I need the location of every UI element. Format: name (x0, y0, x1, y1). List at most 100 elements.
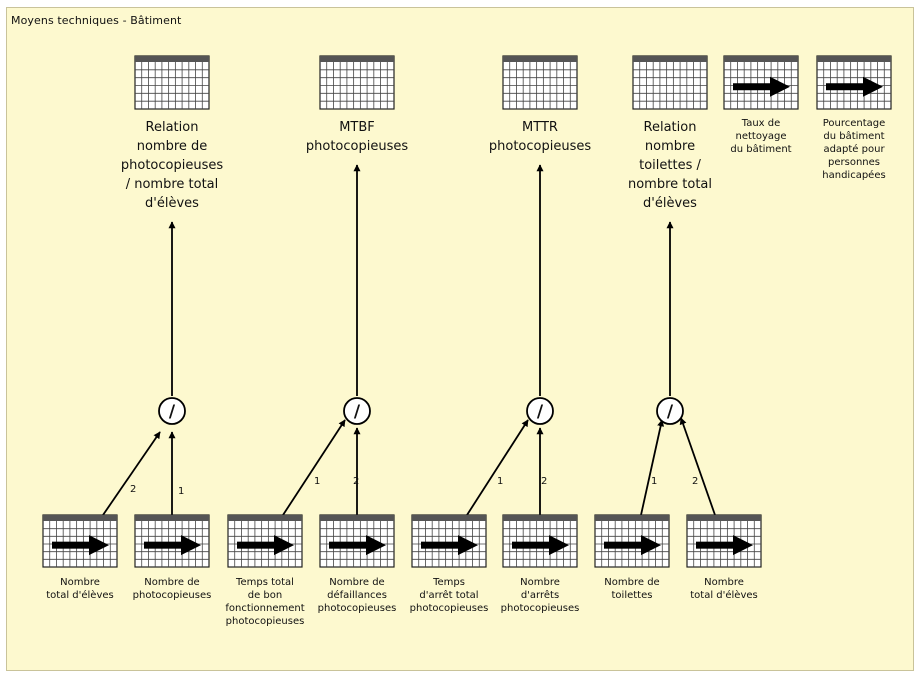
division-operator-icon[interactable]: / (343, 397, 371, 425)
input-label: Nombre de photocopieuses (133, 577, 212, 601)
indicator-label-line: du bâtiment (823, 130, 884, 142)
input-edge-arrow (466, 419, 529, 516)
input-label-line: Nombre de (604, 577, 659, 588)
input-table-icon[interactable] (134, 514, 210, 568)
input-table-icon[interactable] (502, 514, 578, 568)
arrow-icon (696, 535, 753, 556)
indicator-label-line: Relation (146, 120, 199, 135)
division-operator-icon[interactable]: / (526, 397, 554, 425)
input-label: Nombre de toilettes (604, 577, 659, 601)
input-label-line: Nombre (520, 577, 560, 588)
window-title: Moyens techniques - Bâtiment (11, 14, 182, 27)
input-label-line: total d'élèves (46, 589, 114, 601)
operator-symbol: / (169, 402, 176, 422)
input-table-icon[interactable] (42, 514, 118, 568)
indicator-label-line: photocopieuses (489, 139, 591, 154)
operator-symbol: / (354, 402, 361, 422)
input-edge-arrow (102, 431, 161, 516)
input-label-line: total d'élèves (690, 589, 758, 601)
edge-order-label: 2 (130, 484, 136, 495)
edge-order-label: 1 (651, 476, 657, 487)
input-label-line: d'arrêts (521, 589, 559, 601)
arrow-icon (421, 535, 478, 556)
arrow-icon (512, 535, 569, 556)
indicator-label-line: toilettes / (639, 158, 701, 173)
indicator-label-line: adapté pour (823, 143, 885, 155)
indicator-label-line: handicapées (822, 169, 885, 181)
arrow-icon (826, 76, 883, 97)
arrow-icon (604, 535, 661, 556)
input-label-line: d'arrêt total (419, 589, 478, 601)
indicator-label: MTBF photocopieuses (306, 120, 408, 154)
input-label-line: de bon (248, 590, 282, 601)
arrow-icon (144, 535, 201, 556)
input-label-line: Nombre de (329, 577, 384, 588)
edge-order-label: 2 (692, 476, 698, 487)
indicator-table-icon[interactable] (816, 55, 892, 110)
edge-order-label: 2 (353, 476, 359, 487)
indicator-label-line: nombre (645, 139, 695, 154)
indicator-label-line: photocopieuses (121, 158, 223, 173)
edge-order-label: 1 (497, 476, 503, 487)
indicator-label-line: nombre de (137, 139, 208, 154)
input-label-line: Temps total (235, 577, 294, 588)
input-label-line: Temps (432, 577, 465, 588)
input-table-icon[interactable] (411, 514, 487, 568)
input-table-icon[interactable] (319, 514, 395, 568)
indicator-label-line: Pourcentage (823, 118, 886, 129)
indicator-label-line: personnes (828, 157, 880, 168)
division-operator-icon[interactable]: / (158, 397, 186, 425)
indicator-table-icon[interactable] (632, 55, 708, 110)
arrow-icon (733, 76, 790, 97)
input-label-line: défaillances (327, 589, 387, 601)
input-edge-arrow (679, 417, 716, 516)
division-operator-icon[interactable]: / (656, 397, 684, 425)
input-label-line: Nombre de (144, 577, 199, 588)
indicator-table-icon[interactable] (502, 55, 578, 110)
indicator-label-line: Taux de (741, 118, 781, 129)
indicator-label-line: / nombre total (126, 177, 219, 192)
indicator-table-icon[interactable] (319, 55, 395, 110)
input-label-line: photocopieuses (226, 616, 305, 627)
input-edge-arrow (640, 419, 665, 516)
edge-order-label: 1 (178, 486, 184, 497)
arrow-icon (329, 535, 386, 556)
input-label-line: photocopieuses (501, 603, 580, 614)
indicator-label: MTTR photocopieuses (489, 120, 591, 154)
input-table-icon[interactable] (227, 514, 303, 568)
indicator-label-line: photocopieuses (306, 139, 408, 154)
indicator-table-icon[interactable] (723, 55, 799, 110)
input-label-line: Nombre (60, 577, 100, 588)
input-label-line: photocopieuses (133, 590, 212, 601)
input-table-icon[interactable] (686, 514, 762, 568)
input-table-icon[interactable] (594, 514, 670, 568)
indicator-label-line: d'élèves (643, 196, 697, 211)
edge-order-label: 1 (314, 476, 320, 487)
input-label-line: photocopieuses (410, 603, 489, 614)
input-label-line: photocopieuses (318, 603, 397, 614)
indicator-label: Relation nombre de photocopieuses / nombre … (121, 120, 223, 211)
input-label-line: toilettes (612, 590, 653, 601)
edge-order-label: 2 (541, 476, 547, 487)
indicator-table-icon[interactable] (134, 55, 210, 110)
indicator-label-line: du bâtiment (730, 143, 791, 155)
indicator-label-line: Relation (644, 120, 697, 135)
indicator-label-line: MTTR (522, 120, 558, 135)
indicator-label-line: MTBF (339, 120, 375, 135)
operator-symbol: / (667, 402, 674, 422)
input-label-line: Nombre (704, 577, 744, 588)
arrow-icon (52, 535, 109, 556)
input-edge-arrow (282, 419, 346, 516)
operator-symbol: / (537, 402, 544, 422)
